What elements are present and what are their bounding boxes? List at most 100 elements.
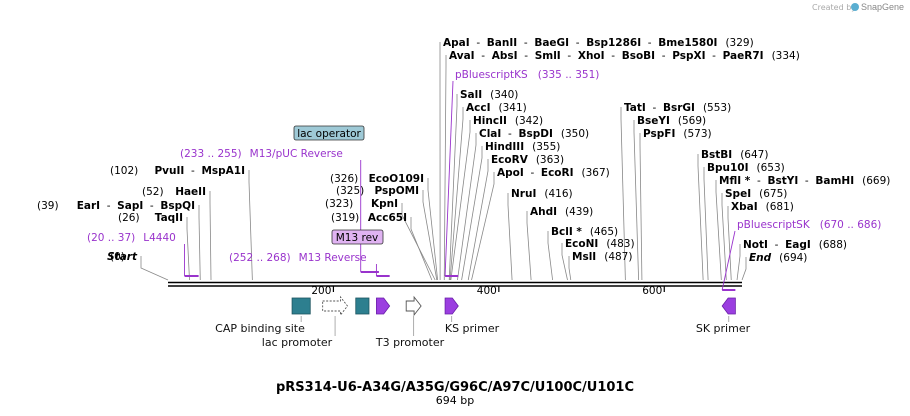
enzyme-bpu10i[interactable]: Bpu10I(653) <box>707 162 785 174</box>
enzyme-acc65[interactable]: (319)Acc65I <box>331 212 407 224</box>
enzyme-pspfi[interactable]: PspFI(573) <box>643 128 712 140</box>
enzyme-name-part: BsoBI <box>622 50 655 62</box>
enzyme-econi[interactable]: EcoNI (483) <box>565 238 635 250</box>
enzyme-name-part: - <box>641 37 658 49</box>
enzyme-apai[interactable]: ApaI - BanII - BaeGI - Bsp1286I - Bme158… <box>443 37 754 49</box>
lac-operator-label[interactable]: lac operator <box>293 125 365 141</box>
enzyme-msli[interactable]: MslI(487) <box>572 251 632 263</box>
feature-ks[interactable]: KS primer <box>444 297 500 335</box>
primer-leader <box>721 230 736 291</box>
enzyme-clai[interactable]: ClaI - BspDI(350) <box>479 128 589 140</box>
feature-t3[interactable]: T3 promoter <box>375 295 445 349</box>
enzyme-hindiii[interactable]: HindIII(355) <box>485 141 560 153</box>
primer-label: (233 .. 255) M13/pUC Reverse <box>180 148 343 160</box>
enzyme-name-part: XhoI <box>578 50 605 62</box>
enzyme-haeii[interactable]: (52)HaeII <box>142 186 206 198</box>
enzyme-name: ApoI - EcoRI(367) <box>497 167 610 179</box>
leader-lines <box>140 42 747 281</box>
enzyme-name: SalI(340) <box>460 89 518 101</box>
enzyme-end[interactable]: End(694) <box>749 252 807 264</box>
primer-m13puc[interactable]: (233 .. 255) M13/pUC Reverse <box>180 148 379 273</box>
enzyme-pvuii[interactable]: (102)PvuII - MspA1I <box>110 165 245 177</box>
enzyme-start[interactable]: (0)Start <box>107 251 138 263</box>
enzyme-spei[interactable]: SpeI(675) <box>725 188 787 200</box>
primer-pbsk[interactable]: pBluescriptSK(670 .. 686) <box>721 219 881 291</box>
enzyme-name-part: HaeII <box>175 186 206 198</box>
enzyme-apoi[interactable]: ApoI - EcoRI(367) <box>497 167 610 179</box>
enzyme-xbai[interactable]: XbaI(681) <box>731 201 794 213</box>
enzyme-ecorv[interactable]: EcoRV(363) <box>491 154 564 166</box>
enzyme-name-part: ClaI <box>479 128 501 140</box>
enzyme-name-part: EcoNI <box>565 238 598 250</box>
enzyme-kpni[interactable]: (323)KpnI <box>325 198 398 210</box>
enzyme-name: TaqII <box>155 212 183 224</box>
leader-line <box>633 120 640 281</box>
enzyme-pspomi[interactable]: (325)PspOMI <box>336 185 419 197</box>
feature-sk[interactable]: SK primer <box>696 297 751 335</box>
enzyme-name: ApaI - BanII - BaeGI - Bsp1286I - Bme158… <box>443 37 754 49</box>
leader-line <box>443 55 447 281</box>
enzyme-acci[interactable]: AccI(341) <box>466 102 527 114</box>
primer-range: (233 .. 255) <box>180 148 242 160</box>
enzyme-name-part: - <box>646 102 663 114</box>
enzyme-avai[interactable]: AvaI - AbsI - SmlI - XhoI - BsoBI - PspX… <box>449 50 800 62</box>
primer-name: pBluescriptKS <box>455 69 528 81</box>
primer-name: M13/pUC Reverse <box>250 148 343 160</box>
feature-cap[interactable]: CAP binding site <box>215 297 311 335</box>
enzyme-name: PvuII - MspA1I <box>154 165 245 177</box>
primer-m13rev[interactable]: (252 .. 268)M13 Reverse <box>229 252 390 277</box>
primer-l4440[interactable]: (20 .. 37)L4440 <box>87 232 199 277</box>
enzyme-name-part: ApoI <box>497 167 524 179</box>
feature-shape <box>291 297 311 315</box>
enzyme-name: PspFI(573) <box>643 128 712 140</box>
enzyme-position: (483) <box>606 238 634 250</box>
enzyme-sali[interactable]: SalI(340) <box>460 89 518 101</box>
enzyme-name-part: Bsp1286I <box>586 37 641 49</box>
enzyme-name-part: HindIII <box>485 141 524 153</box>
feature-lacprom[interactable]: lac promoter <box>262 295 349 349</box>
enzyme-name-part: AhdI <box>530 206 557 218</box>
enzyme-position: (416) <box>544 188 572 200</box>
enzyme-name-part: NruI <box>511 188 536 200</box>
enzyme-name-part: - <box>475 50 492 62</box>
leader-line <box>410 217 433 281</box>
leader-line <box>715 180 722 281</box>
enzyme-ear[interactable]: (39)EarI - SapI - BspQI <box>37 200 195 212</box>
enzyme-name-part: - <box>501 128 518 140</box>
m13-rev-label[interactable]: M13 rev <box>331 229 384 245</box>
enzyme-name-part: - <box>569 37 586 49</box>
enzyme-name-part: BsrGI <box>663 102 695 114</box>
enzyme-name-part: EarI <box>77 200 100 212</box>
enzyme-tati[interactable]: TatI - BsrGI(553) <box>624 102 731 114</box>
brand-text: SnapGene <box>861 2 904 12</box>
enzyme-nrui[interactable]: NruI (416) <box>511 188 573 200</box>
enzyme-hincii[interactable]: HincII(342) <box>473 115 543 127</box>
enzyme-name-part: PvuII <box>154 165 184 177</box>
enzyme-ahdi[interactable]: AhdI(439) <box>530 206 593 218</box>
feature-m13revf[interactable] <box>376 297 391 315</box>
enzyme-ecoo109[interactable]: (326)EcoO109I <box>330 173 424 185</box>
enzyme-name-part: HincII <box>473 115 507 127</box>
enzyme-name-part: Acc65I <box>368 212 407 224</box>
enzyme-position: (334) <box>772 50 800 62</box>
enzyme-name-part: - <box>184 165 201 177</box>
feature-lacop[interactable] <box>355 297 370 315</box>
leader-line <box>727 206 732 281</box>
enzyme-name-part: AvaI <box>449 50 475 62</box>
enzyme-name-part: EcoRI <box>541 167 574 179</box>
enzyme-name-part: - <box>524 167 541 179</box>
enzyme-bcli[interactable]: BclI *(465) <box>551 226 618 238</box>
enzyme-bstbi[interactable]: BstBI(647) <box>701 149 768 161</box>
feature-arrow <box>444 297 459 315</box>
leader-line <box>186 217 190 281</box>
leader-line <box>449 107 464 281</box>
enzyme-name: SpeI(675) <box>725 188 787 200</box>
leader-line <box>471 172 495 281</box>
enzyme-position: (669) <box>862 175 890 187</box>
enzyme-mfli[interactable]: MflI * - BstYI - BamHI(669) <box>719 175 890 187</box>
enzyme-bseyi[interactable]: BseYI(569) <box>637 115 706 127</box>
enzyme-taqii[interactable]: (26)TaqII <box>118 212 183 224</box>
primer-pbks[interactable]: pBluescriptKS(335 .. 351) <box>444 69 599 277</box>
enzyme-noti[interactable]: NotI - EagI(688) <box>743 239 847 251</box>
tick-label: 400 <box>477 285 497 297</box>
